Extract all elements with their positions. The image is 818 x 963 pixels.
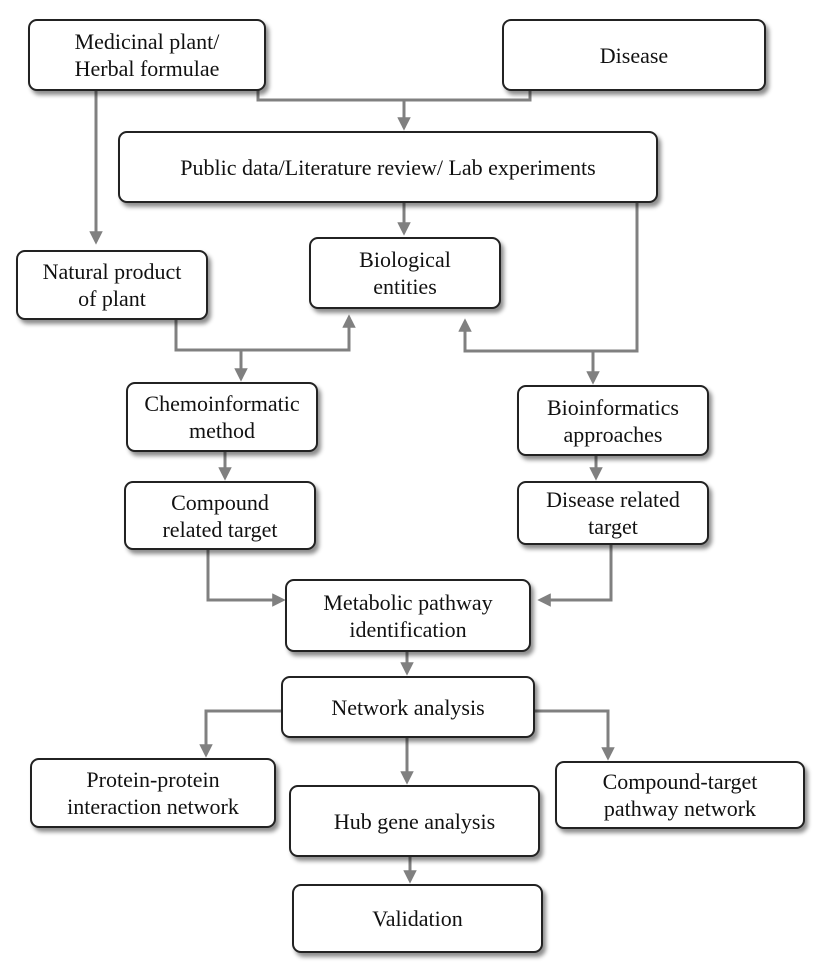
node-biological-entities: Biological entities [309, 237, 501, 309]
arrow-compound-target-to-metabolic-pathway [206, 550, 286, 607]
node-bioinformatics: Bioinformatics approaches [517, 385, 709, 456]
node-public-data: Public data/Literature review/ Lab exper… [118, 131, 658, 203]
node-ppi-network: Protein-protein interaction network [30, 758, 276, 828]
arrow-natural-product-to-biological-entities [174, 314, 356, 352]
arrow-network-analysis-to-ctp [535, 709, 615, 761]
arrow-plant-disease-merge [256, 89, 532, 102]
node-network-analysis: Network analysis [281, 676, 535, 738]
node-natural-product: Natural product of plant [16, 250, 208, 320]
arrow-network-analysis-to-ppi [199, 709, 281, 758]
node-metabolic-pathway: Metabolic pathway identification [285, 579, 531, 652]
node-disease-target: Disease related target [517, 481, 709, 545]
node-chemoinformatic: Chemoinformatic method [126, 382, 318, 452]
node-ctp-network: Compound-target pathway network [555, 761, 805, 829]
node-hub-gene: Hub gene analysis [289, 785, 540, 857]
node-validation: Validation [292, 884, 543, 953]
arrow-disease-target-to-metabolic-pathway [537, 545, 613, 607]
node-disease: Disease [502, 19, 766, 91]
node-medicinal-plant: Medicinal plant/ Herbal formulae [28, 19, 266, 91]
arrow-public-data-to-biological-entities-right [458, 203, 639, 353]
node-compound-target: Compound related target [124, 481, 316, 550]
